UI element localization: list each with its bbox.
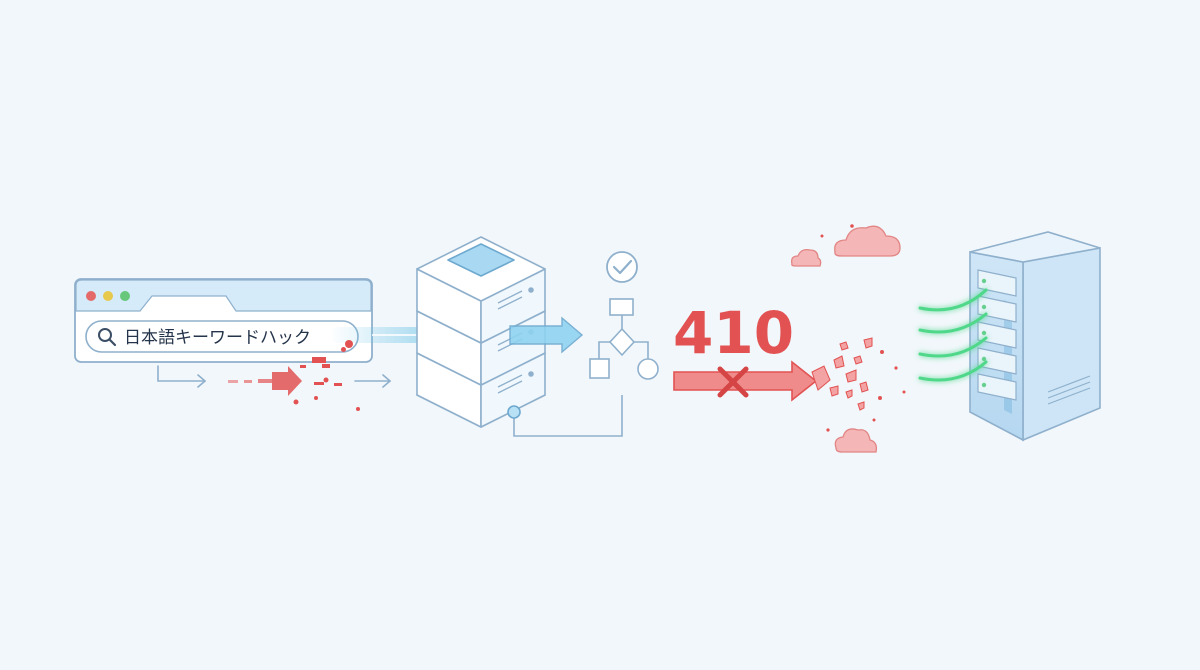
red-cloud-small [790, 248, 822, 267]
blocked-red-arrow [673, 360, 818, 402]
healthy-traffic-lines [918, 288, 988, 382]
search-icon [98, 328, 117, 347]
window-maximize-dot [120, 291, 130, 301]
red-cloud-top [834, 225, 901, 257]
http-status-code: 410 [673, 299, 794, 367]
window-close-dot [86, 291, 96, 301]
browser-window: 日本語キーワードハック [74, 278, 373, 363]
debris-dots [820, 224, 906, 432]
healthy-server-tower [969, 231, 1101, 442]
red-cloud-bottom [834, 428, 878, 453]
decision-flowchart [589, 298, 659, 380]
server-connector [507, 395, 623, 437]
flow-arrows-left [157, 365, 392, 388]
search-query-text: 日本語キーワードハック [124, 328, 311, 348]
shattered-debris [811, 337, 873, 411]
search-bar[interactable]: 日本語キーワードハック [85, 320, 359, 353]
forward-arrow-blue [509, 316, 584, 354]
x-mark-icon [717, 366, 749, 398]
window-minimize-dot [103, 291, 113, 301]
spam-fragments-left [228, 340, 360, 411]
check-circle-icon [606, 251, 638, 283]
web-server-stack [416, 236, 546, 428]
